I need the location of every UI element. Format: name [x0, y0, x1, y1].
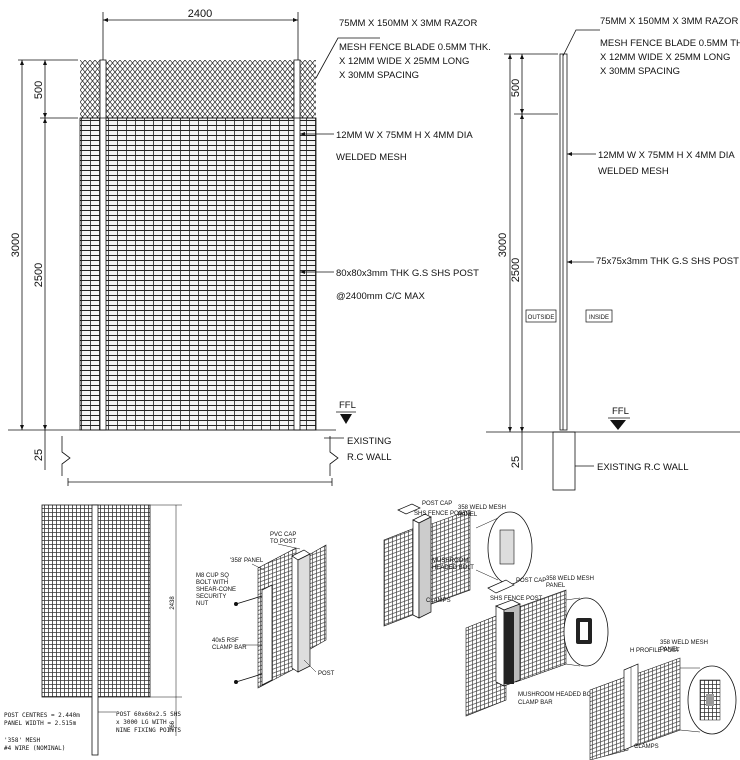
section-post [559, 53, 568, 431]
section-razor-1: 75MM X 150MM X 3MM RAZOR [600, 16, 738, 27]
section-height-mesh: 2500 [510, 258, 522, 282]
iso-mesh-2a: 358 WELD MESH [546, 576, 594, 582]
section-ffl-marker [610, 420, 626, 430]
iso3-mesh-left [589, 675, 629, 760]
section-ffl: FFL [612, 406, 629, 417]
inside-label: INSIDE [589, 315, 609, 321]
iso-clamps-1: CLAMPS [426, 598, 451, 604]
razor-note-3: X 12MM WIDE X 25MM LONG [339, 56, 469, 67]
bolt-label-5: NUT [196, 601, 209, 607]
iso-mushroom-1a: MUSHROOM [432, 558, 468, 564]
front-elevation: 2400 3000 500 2500 25 75MM X 150MM X 3MM… [8, 8, 491, 486]
section-razor-4: X 30MM SPACING [600, 66, 680, 77]
wall-note-2: R.C WALL [347, 452, 392, 463]
height-razor-dim: 500 [33, 81, 45, 99]
section-mesh-2: WELDED MESH [598, 166, 669, 177]
bolt-label-4: SECURITY [196, 594, 226, 600]
iso1-post [412, 519, 420, 619]
iso-clamps-3: CLAMPS [634, 744, 659, 750]
razor-coil [80, 60, 316, 118]
post-right [293, 59, 301, 431]
panel-note-2: PANEL WIDTH = 2.515m [4, 720, 77, 727]
iso-shs-post-1: SHS FENCE POST [414, 511, 467, 517]
post-left [99, 59, 107, 431]
clamp-post [291, 555, 299, 673]
section-height-razor: 500 [510, 79, 522, 97]
panel-mesh-note-2: #4 WIRE (NOMINAL) [4, 745, 65, 752]
razor-note-1: 75MM X 150MM X 3MM RAZOR [339, 18, 477, 29]
post-note-2: @2400mm C/C MAX [336, 291, 425, 302]
pvc-cap-label-1: PVC CAP [270, 532, 296, 538]
side-section: 3000 500 2500 25 75MM X 150MM X 3MM RAZO… [486, 16, 740, 491]
iso2-mesh-right [515, 589, 567, 683]
welded-mesh [79, 117, 317, 431]
isometric-detail: POST CAP SHS FENCE POST 358 WELD MESH PA… [383, 501, 737, 760]
height-total-dim: 3000 [10, 233, 22, 257]
height-mesh-dim: 2500 [33, 263, 45, 287]
section-footing [552, 431, 576, 491]
section-mesh-1: 12MM W X 75MM H X 4MM DIA [598, 150, 735, 161]
ffl-label: FFL [339, 400, 356, 411]
iso-mesh-3b: PANEL [660, 647, 680, 653]
iso3-mesh-right [635, 657, 681, 747]
iso2-cap [487, 579, 515, 594]
clamp-bar [261, 584, 273, 686]
iso1-cap [397, 503, 421, 515]
iso-h-post: H PROFILE POST [630, 648, 680, 654]
iso-post-cap-1: POST CAP [422, 501, 452, 507]
clamp-panel-label: '358' PANEL [230, 558, 264, 564]
section-base-dim: 25 [510, 456, 522, 468]
wall-note-1: EXISTING [347, 436, 391, 447]
mesh-note-2: WELDED MESH [336, 152, 407, 163]
section-post-note: 75x75x3mm THK G.S SHS POST [596, 256, 739, 267]
panel-post-note-3: NINE FIXING POINTS [116, 727, 181, 734]
iso-mesh-1b: PANEL [458, 512, 478, 518]
iso-post-cap-2: POST CAP [516, 578, 546, 584]
panel-mesh-note-1: '358' MESH [4, 737, 41, 744]
base-dim: 25 [33, 449, 45, 461]
clamp-bar-label-1: 40x5 RSF [212, 638, 239, 644]
post-note-1: 80x80x3mm THK G.S SHS POST [336, 268, 479, 279]
section-razor-3: X 12MM WIDE X 25MM LONG [600, 52, 730, 63]
iso-mesh-3a: 358 WELD MESH [660, 640, 708, 646]
section-razor-2: MESH FENCE BLADE 0.5MM THK. [600, 38, 740, 49]
iso-mesh-2b: PANEL [546, 583, 566, 589]
iso-mushroom-1b: HEADED BOLT [432, 565, 474, 571]
razor-note-4: X 30MM SPACING [339, 70, 419, 81]
bolt-label-3: SHEAR-CONE [196, 587, 236, 593]
section-height-total: 3000 [497, 233, 509, 257]
panel-height-dim: 2438 [170, 596, 176, 610]
mesh-note-1: 12MM W X 75MM H X 4MM DIA [336, 130, 473, 141]
width-dim: 2400 [188, 8, 212, 20]
panel-detail: 2438 766 POST 60x60x2.5 SHS x 3000 LG WI… [4, 504, 182, 756]
bolt-label-2: BOLT WITH [196, 580, 228, 586]
panel-post-note-2: x 3000 LG WITH [116, 719, 167, 726]
iso-shs-post-2: SHS FENCE POST [490, 596, 543, 602]
iso2-post [495, 605, 505, 687]
iso-mesh-1a: 358 WELD MESH [458, 505, 506, 511]
clamp-detail: PVC CAP TO POST '358' PANEL M8 CUP SQ BO… [196, 532, 335, 689]
clamp-bar-label-2: CLAMP BAR [212, 645, 247, 651]
iso-clamp-bar-2: CLAMP BAR [518, 700, 553, 706]
iso2-clamp-bar [504, 612, 514, 684]
clamp-post-label: POST [318, 671, 335, 677]
ffl-marker [340, 414, 352, 424]
iso-mushroom-2: MUSHROOM HEADED BOLT [518, 692, 598, 698]
pvc-cap-label-2: TO POST [270, 539, 297, 545]
section-wall-note: EXISTING R.C WALL [597, 462, 689, 473]
panel-note-1: POST CENTRES = 2.440m [4, 712, 80, 719]
razor-note-2: MESH FENCE BLADE 0.5MM THK. [339, 42, 491, 53]
outside-label: OUTSIDE [528, 315, 555, 321]
panel-post [91, 504, 99, 756]
bolt-label-1: M8 CUP SQ [196, 573, 229, 579]
panel-bottom-dim: 766 [170, 720, 176, 731]
panel-post-note-1: POST 60x60x2.5 SHS [116, 711, 181, 718]
